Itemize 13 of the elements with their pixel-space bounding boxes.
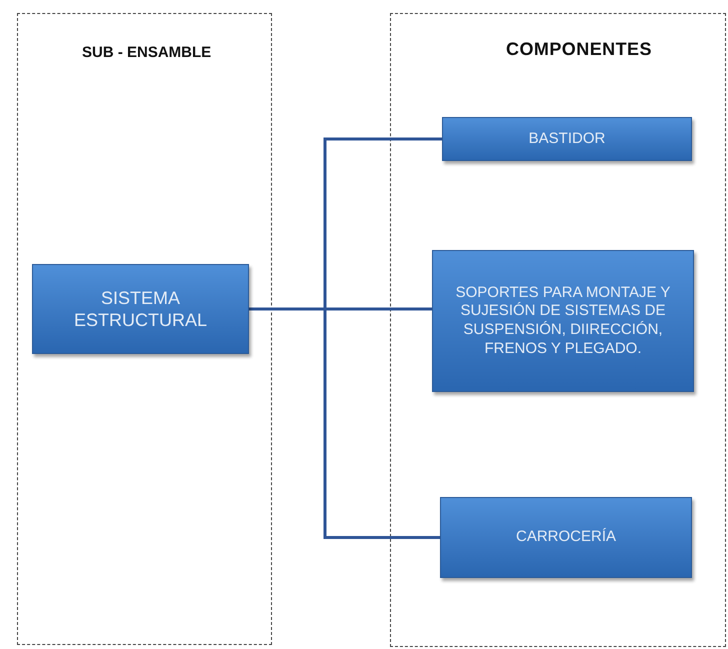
process-box [440,497,692,578]
connector-line [249,308,440,539]
box-text: SOPORTES PARA MONTAJE Y SUJESIÓN DE SISTEMAS DE SUSPENSIÓN, DIIRECCIÓN, FRENOS Y PLEGADO. [454,284,672,358]
dashed-panel [17,13,272,645]
panel-heading: COMPONENTES [506,38,652,61]
process-box [32,264,249,354]
process-box [442,117,692,161]
box-text: SISTEMA ESTRUCTURAL [72,286,208,332]
dashed-panel [390,13,726,647]
panel-heading: SUB - ENSAMBLE [82,43,212,63]
box-text: BASTIDOR [528,130,606,148]
box-text: CARROCERÍA [516,528,616,547]
process-box [432,250,694,392]
